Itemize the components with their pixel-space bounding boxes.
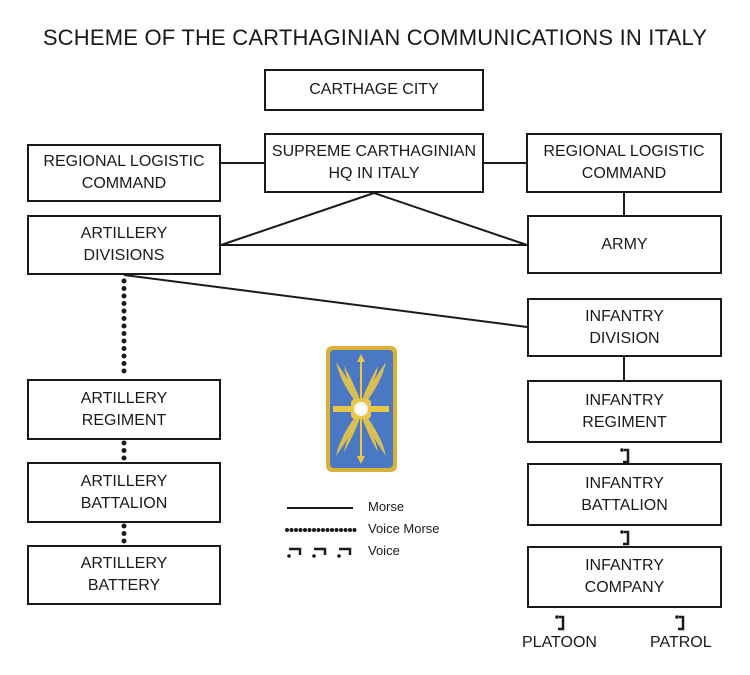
node-artillery-divisions: ARTILLERY DIVISIONS xyxy=(27,215,221,275)
node-infantry-division: INFANTRY DIVISION xyxy=(527,298,722,357)
node-infantry-battalion: INFANTRY BATTALION xyxy=(527,463,722,526)
link-artillery-infantry-division xyxy=(123,274,528,328)
node-label: ARTILLERY BATTALION xyxy=(80,472,168,512)
node-artillery-battalion: ARTILLERY BATTALION xyxy=(27,462,221,523)
node-artillery-regiment: ARTILLERY REGIMENT xyxy=(27,379,221,440)
node-infantry-company: INFANTRY COMPANY xyxy=(527,546,722,608)
node-platoon: PLATOON xyxy=(522,634,597,651)
node-infantry-regiment: INFANTRY REGIMENT xyxy=(527,380,722,443)
node-label: INFANTRY COMPANY xyxy=(584,557,665,596)
legend-voice-symbol xyxy=(287,547,352,558)
node-label: INFANTRY BATTALION xyxy=(581,474,668,514)
link-company-platoon xyxy=(555,615,565,631)
diagram-title: SCHEME OF THE CARTHAGINIAN COMMUNICATION… xyxy=(42,25,708,50)
link-hq-army xyxy=(373,192,528,246)
node-label: SUPREME CARTHAGINIAN HQ IN ITALY xyxy=(271,143,477,182)
legend-voice-label: Voice xyxy=(368,543,400,558)
voice-links xyxy=(555,448,685,631)
node-label: CARTHAGE CITY xyxy=(309,81,439,98)
node-label: ARTILLERY REGIMENT xyxy=(80,389,168,429)
morse-links xyxy=(123,162,625,380)
node-label: ARTILLERY BATTERY xyxy=(80,555,168,594)
legend xyxy=(285,507,357,558)
node-artillery-battery: ARTILLERY BATTERY xyxy=(27,545,221,605)
link-infantry-battalion-company xyxy=(620,530,630,546)
node-label: REGIONAL LOGISTIC COMMAND xyxy=(43,153,205,192)
node-army: ARMY xyxy=(527,215,722,274)
node-label: INFANTRY DIVISION xyxy=(585,307,664,347)
node-regional-logistic-right: REGIONAL LOGISTIC COMMAND xyxy=(526,133,722,193)
node-regional-logistic-left: REGIONAL LOGISTIC COMMAND xyxy=(27,144,221,202)
legend-voice-morse-label: Voice Morse xyxy=(368,521,440,536)
link-hq-artillery xyxy=(220,192,375,246)
node-supreme-hq: SUPREME CARTHAGINIAN HQ IN ITALY xyxy=(264,133,484,193)
node-carthage-city: CARTHAGE CITY xyxy=(264,69,484,111)
legend-morse-label: Morse xyxy=(368,499,405,514)
node-patrol: PATROL xyxy=(650,634,712,651)
node-label: ARMY xyxy=(601,235,648,253)
node-label: INFANTRY REGIMENT xyxy=(582,391,667,431)
link-infantry-regiment-battalion xyxy=(620,448,630,464)
node-label: ARTILLERY DIVISIONS xyxy=(80,225,168,264)
link-company-patrol xyxy=(675,615,685,631)
node-label: REGIONAL LOGISTIC COMMAND xyxy=(543,143,705,182)
winged-thunderbolt-shield-icon xyxy=(326,346,397,472)
